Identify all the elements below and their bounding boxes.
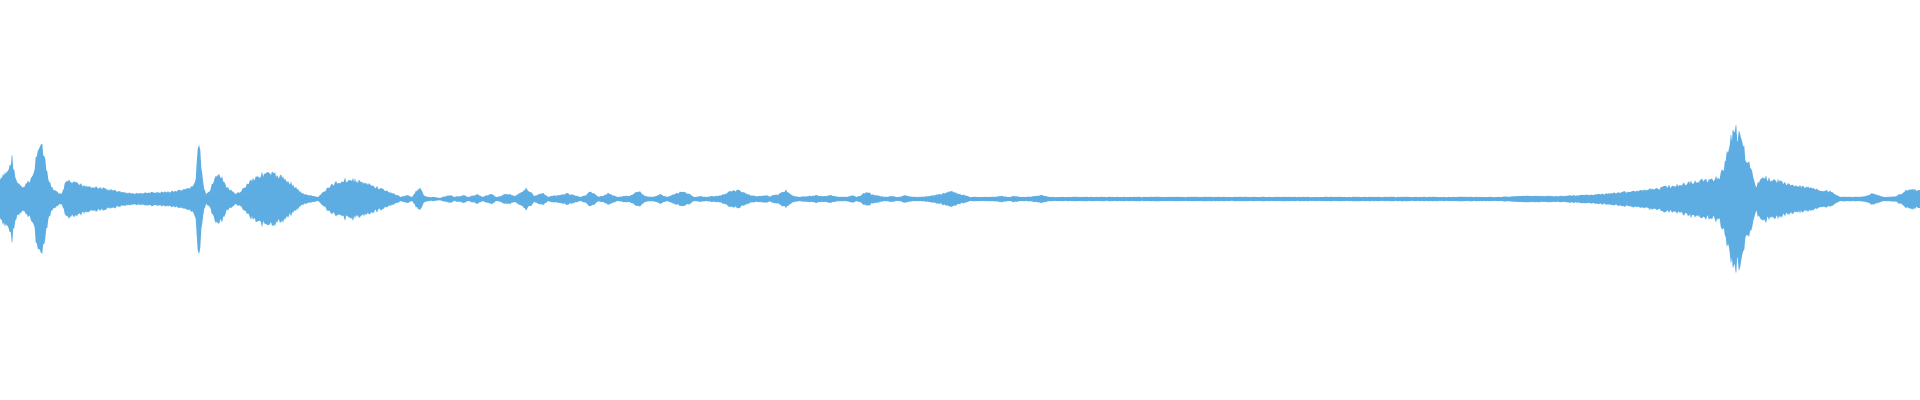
audio-waveform-view (0, 125, 1920, 273)
audio-waveform (0, 125, 1920, 273)
